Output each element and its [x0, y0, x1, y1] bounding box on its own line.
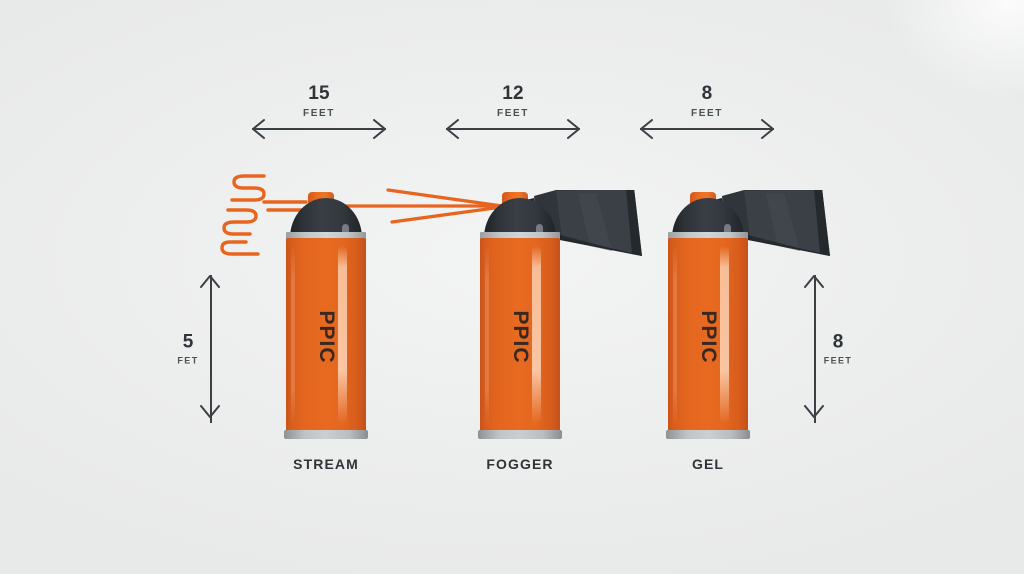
measure-value: 5	[182, 331, 194, 353]
cone-nozzle-fogger-icon	[516, 188, 646, 261]
can-collar	[480, 232, 560, 241]
arrow-shaft	[252, 128, 386, 130]
measure-unit: FEET	[497, 108, 529, 119]
arrow-shaft	[210, 275, 212, 423]
background-corner-highlight	[884, 0, 1024, 100]
can-body-stream: PPIC	[286, 238, 366, 436]
arrow-head-down-icon	[803, 405, 825, 424]
can-base-rim	[666, 430, 750, 439]
measure-arrow-gel-range: 8 FEET	[640, 84, 774, 148]
measure-value: 15	[308, 83, 330, 104]
can-collar	[286, 232, 366, 241]
can-brand-text: PPIC	[697, 310, 720, 364]
measure-value: 8	[701, 83, 713, 104]
can-highlight-left	[673, 244, 677, 426]
measure-arrow-stream-range: 15 FEET	[252, 84, 386, 148]
measure-value: 8	[832, 331, 844, 353]
can-highlight-right	[532, 246, 541, 424]
can-brand-text: PPIC	[509, 310, 532, 364]
stream-spray	[328, 186, 510, 233]
can-caption-fogger: FOGGER	[486, 456, 554, 472]
can-base-rim	[284, 430, 368, 439]
can-base-rim	[478, 430, 562, 439]
can-body-gel: PPIC	[668, 238, 748, 436]
arrow-shaft	[446, 128, 580, 130]
can-highlight-right	[720, 246, 729, 424]
measure-label-gel-range: 8 FEET	[640, 84, 774, 119]
arrow-shaft	[814, 275, 816, 423]
cone-nozzle-gel-icon	[704, 188, 834, 261]
arrow-head-up-icon	[199, 274, 221, 293]
can-body-fogger: PPIC	[480, 238, 560, 436]
measure-label-stream-height: 5 FET	[171, 333, 205, 366]
measure-label-fogger-range: 12 FEET	[446, 84, 580, 119]
measure-label-stream-range: 15 FEET	[252, 84, 386, 119]
can-caption-stream: STREAM	[293, 456, 359, 472]
measure-unit: FEET	[303, 108, 335, 119]
arrow-head-up-icon	[803, 274, 825, 293]
measure-arrow-stream-height: 5 FET	[177, 274, 241, 424]
measure-label-gel-height: 8 FEET	[821, 333, 855, 366]
measure-unit: FEET	[691, 108, 723, 119]
arrow-shaft	[640, 128, 774, 130]
measure-value: 12	[502, 83, 524, 104]
measure-arrow-gel-height: 8 FEET	[785, 274, 851, 424]
can-caption-gel: GEL	[691, 456, 725, 472]
can-brand-text: PPIC	[315, 310, 338, 364]
can-highlight-right	[338, 246, 347, 424]
measure-unit: FEET	[823, 355, 853, 366]
can-highlight-left	[485, 244, 489, 426]
can-highlight-left	[291, 244, 295, 426]
measure-arrow-fogger-range: 12 FEET	[446, 84, 580, 148]
measure-unit: FET	[177, 355, 199, 366]
can-collar	[668, 232, 748, 241]
arrow-head-down-icon	[199, 405, 221, 424]
